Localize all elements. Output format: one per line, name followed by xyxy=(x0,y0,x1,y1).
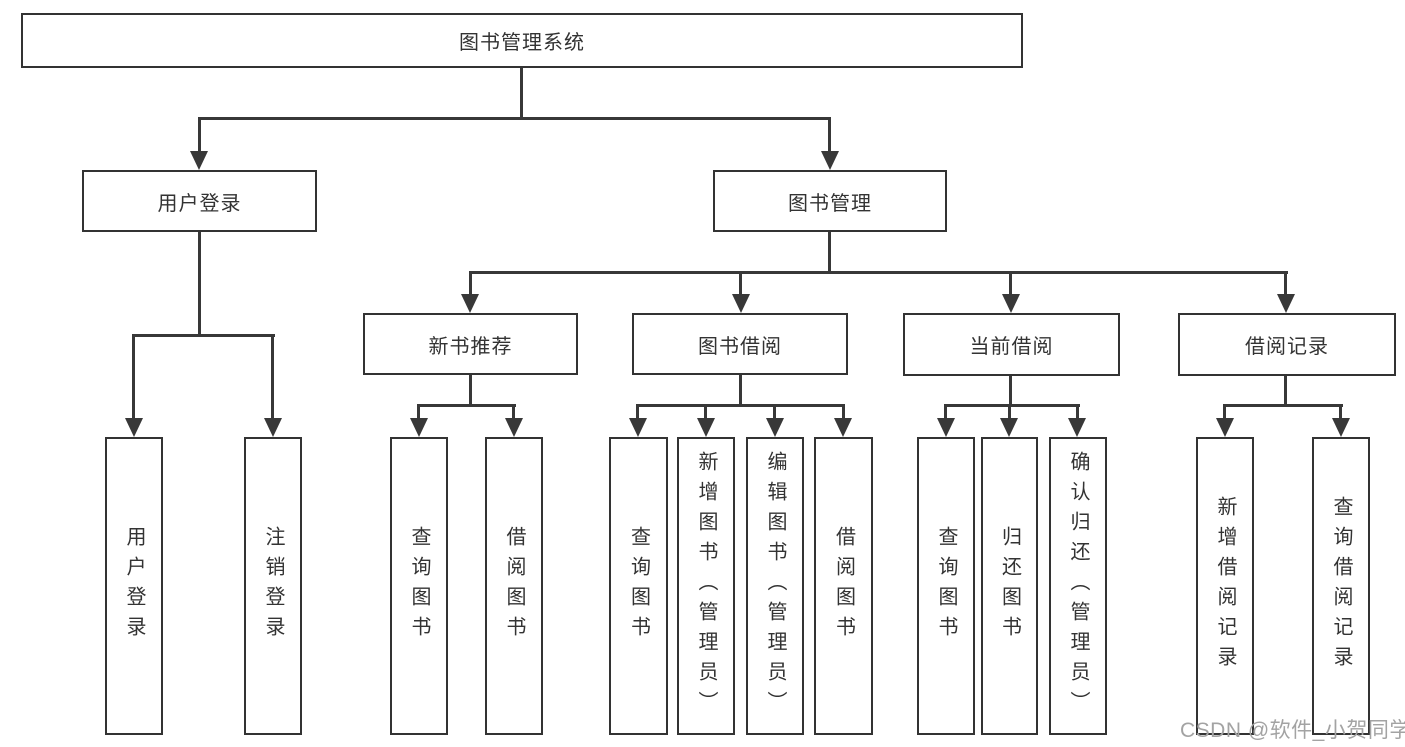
connector-line xyxy=(271,334,274,418)
node-leaf-borrow-books-borrowing-label: 借阅图书 xyxy=(832,526,855,646)
arrow-down-icon xyxy=(766,418,784,437)
node-root-label: 图书管理系统 xyxy=(459,32,585,54)
node-current-borrowing: 当前借阅 xyxy=(903,313,1120,376)
arrow-down-icon xyxy=(190,151,208,170)
connector-line xyxy=(1284,271,1287,297)
node-leaf-query-books-current: 查询图书 xyxy=(917,437,975,735)
node-user-login: 用户登录 xyxy=(82,170,317,232)
node-borrow-records-label: 借阅记录 xyxy=(1245,336,1329,358)
arrow-down-icon xyxy=(461,294,479,313)
node-user-login-label: 用户登录 xyxy=(157,192,242,215)
arrow-down-icon xyxy=(1000,418,1018,437)
node-root: 图书管理系统 xyxy=(21,13,1023,68)
connector-line xyxy=(520,68,523,119)
connector-line xyxy=(828,232,831,274)
connector-line xyxy=(198,117,831,120)
connector-line xyxy=(132,334,135,418)
node-leaf-return-book-label: 归还图书 xyxy=(998,526,1021,646)
watermark: CSDN @软件_小贺同学 xyxy=(1180,719,1405,742)
arrow-down-icon xyxy=(937,418,955,437)
node-leaf-edit-book-admin-label: 编辑图书（管理员） xyxy=(764,451,786,721)
connector-line xyxy=(1076,404,1079,420)
connector-line xyxy=(828,117,831,153)
node-leaf-query-books-recommend-label: 查询图书 xyxy=(408,526,430,646)
node-leaf-logout-label: 注销登录 xyxy=(262,526,284,646)
connector-line xyxy=(469,271,472,297)
connector-line xyxy=(198,117,201,153)
node-leaf-confirm-return-admin-label: 确认归还（管理员） xyxy=(1067,451,1089,721)
node-book-borrowing-label: 图书借阅 xyxy=(698,335,782,358)
node-leaf-confirm-return-admin: 确认归还（管理员） xyxy=(1049,437,1107,735)
arrow-down-icon xyxy=(264,418,282,437)
node-current-borrowing-label: 当前借阅 xyxy=(969,336,1054,358)
connector-line xyxy=(132,334,275,337)
connector-line xyxy=(198,232,201,337)
connector-line xyxy=(1339,404,1342,420)
arrow-down-icon xyxy=(834,418,852,437)
node-leaf-add-book-admin: 新增图书（管理员） xyxy=(677,437,735,735)
node-leaf-query-books-borrowing: 查询图书 xyxy=(609,437,668,735)
connector-line xyxy=(417,404,516,407)
node-book-borrowing: 图书借阅 xyxy=(632,313,848,375)
arrow-down-icon xyxy=(1277,294,1295,313)
connector-line xyxy=(773,404,776,420)
connector-line xyxy=(512,404,515,420)
node-book-management: 图书管理 xyxy=(713,170,947,232)
connector-line xyxy=(842,404,845,420)
node-leaf-return-book: 归还图书 xyxy=(981,437,1038,735)
node-leaf-add-borrow-record: 新增借阅记录 xyxy=(1196,437,1254,735)
node-leaf-query-borrow-record-label: 查询借阅记录 xyxy=(1330,496,1352,676)
connector-line xyxy=(636,404,639,420)
connector-line xyxy=(1223,404,1226,420)
node-book-management-label: 图书管理 xyxy=(788,192,872,215)
node-leaf-user-login: 用户登录 xyxy=(105,437,163,735)
arrow-down-icon xyxy=(697,418,715,437)
arrow-down-icon xyxy=(732,294,750,313)
node-leaf-query-books-current-label: 查询图书 xyxy=(935,526,957,646)
node-leaf-user-login-label: 用户登录 xyxy=(123,526,145,646)
connector-line xyxy=(636,404,845,407)
arrow-down-icon xyxy=(1068,418,1086,437)
node-leaf-borrow-books-recommend-label: 借阅图书 xyxy=(503,526,525,646)
connector-line xyxy=(1009,271,1012,297)
node-leaf-logout: 注销登录 xyxy=(244,437,302,735)
arrow-down-icon xyxy=(1332,418,1350,437)
connector-line xyxy=(944,404,1080,407)
arrow-down-icon xyxy=(1002,294,1020,313)
connector-line xyxy=(1009,376,1012,407)
node-leaf-query-books-recommend: 查询图书 xyxy=(390,437,448,735)
connector-line xyxy=(1008,404,1011,420)
arrow-down-icon xyxy=(1216,418,1234,437)
node-new-book-recommend-label: 新书推荐 xyxy=(428,335,513,358)
node-leaf-add-book-admin-label: 新增图书（管理员） xyxy=(695,451,717,721)
connector-line xyxy=(1284,376,1287,407)
node-leaf-add-borrow-record-label: 新增借阅记录 xyxy=(1214,496,1236,676)
connector-line xyxy=(739,271,742,297)
node-leaf-query-borrow-record: 查询借阅记录 xyxy=(1312,437,1370,735)
connector-line xyxy=(704,404,707,420)
connector-line xyxy=(469,271,1288,274)
node-leaf-borrow-books-recommend: 借阅图书 xyxy=(485,437,543,735)
node-leaf-edit-book-admin: 编辑图书（管理员） xyxy=(746,437,804,735)
connector-line xyxy=(944,404,947,420)
arrow-down-icon xyxy=(629,418,647,437)
node-borrow-records: 借阅记录 xyxy=(1178,313,1396,376)
arrow-down-icon xyxy=(821,151,839,170)
arrow-down-icon xyxy=(505,418,523,437)
connector-line xyxy=(469,375,472,407)
arrow-down-icon xyxy=(410,418,428,437)
arrow-down-icon xyxy=(125,418,143,437)
node-new-book-recommend: 新书推荐 xyxy=(363,313,578,375)
node-leaf-query-books-borrowing-label: 查询图书 xyxy=(627,526,650,646)
connector-line xyxy=(417,404,420,420)
node-leaf-borrow-books-borrowing: 借阅图书 xyxy=(814,437,873,735)
connector-line xyxy=(739,375,742,407)
connector-line xyxy=(1223,404,1343,407)
